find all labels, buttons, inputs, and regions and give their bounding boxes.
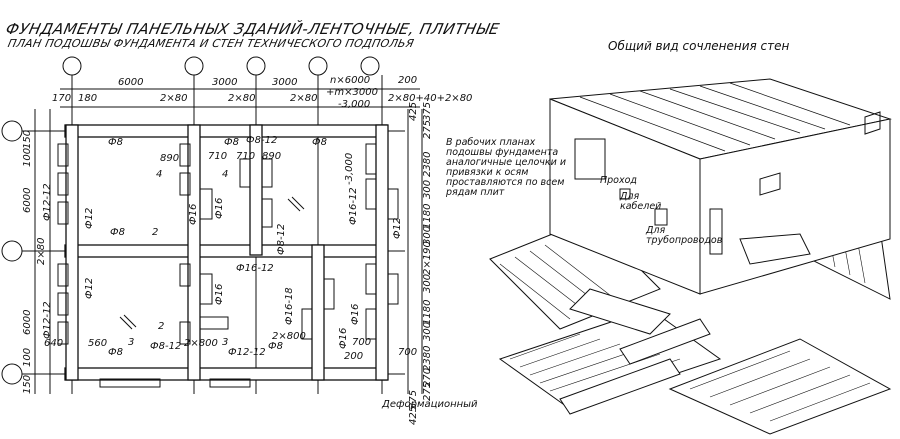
joint-note: Деформационный шов (381, 399, 480, 410)
rot-label: 300 (422, 180, 433, 199)
inner-label: 2×800 (272, 331, 306, 342)
rot-label: 2380 (422, 152, 433, 177)
label-passage: Проход (600, 175, 637, 186)
inner-label: 700 (352, 337, 371, 348)
rot-label: 6000 (22, 188, 33, 213)
inner-label: 2 (158, 321, 164, 332)
rot-label: Ф12 (392, 218, 403, 239)
dim-top: 3000 (212, 77, 237, 88)
dim-small: 2×80 (228, 93, 255, 104)
rot-label: 6000 (22, 310, 33, 335)
inner-label: 640 (44, 338, 63, 349)
inner-label: 2×800 (184, 338, 218, 349)
dim-top: 3000 (272, 77, 297, 88)
axis-marker (308, 56, 328, 76)
inner-label: Ф8-12 (150, 341, 181, 352)
inner-label: 890 (160, 153, 179, 164)
inner-label: 700 (398, 347, 417, 358)
axis-marker (1, 120, 23, 142)
dim-small: 170 (52, 93, 71, 104)
rot-label: 300 (422, 274, 433, 293)
dim-top: n×6000 (330, 75, 370, 86)
passage-opening (574, 138, 606, 180)
axis-marker (360, 56, 380, 76)
axis-marker (246, 56, 266, 76)
inner-label: 2 (152, 227, 158, 238)
rot-label: Ф16 (338, 328, 349, 349)
rot-label: 150 (22, 130, 33, 149)
rot-label: 100 (22, 148, 33, 167)
dim-small: 180 (78, 93, 97, 104)
rot-label: 275 (422, 382, 433, 401)
label-cables: Для кабелей (620, 191, 662, 212)
rot-label: 275 (422, 120, 433, 139)
right-title: Общий вид сочленения стен (608, 39, 790, 53)
rot-label: 375 (408, 390, 419, 409)
inner-label: Ф12-12 (228, 347, 266, 358)
rot-label: 100 (22, 348, 33, 367)
dim-small: 2×80+40+2×80 (388, 93, 472, 104)
rot-label: 300 (422, 226, 433, 245)
inner-label: 560 (88, 338, 107, 349)
rot-label: 2×190 (422, 241, 433, 275)
inner-label: 200 (344, 351, 363, 362)
inner-label: Ф8 (312, 137, 327, 148)
inner-label: 710 (236, 151, 255, 162)
axis-marker (62, 56, 82, 76)
isometric-view (489, 78, 892, 435)
note-main: В рабочих планах подошвы фундамента анал… (446, 137, 567, 198)
dim-top: +m×3000 (326, 87, 378, 98)
rot-label: 300 (422, 322, 433, 341)
rot-label: 1180 (422, 300, 433, 325)
rot-label: Ф16-18 (284, 287, 295, 325)
rot-label: 1180 (422, 204, 433, 229)
rot-label: Ф12 (84, 208, 95, 229)
rot-label: 270 (422, 368, 433, 387)
page-title: ФУНДАМЕНТЫ ПАНЕЛЬНЫХ ЗДАНИЙ-ЛЕНТОЧНЫЕ, П… (4, 20, 502, 38)
rot-label: 425 (408, 102, 419, 121)
dim-top: 200 (398, 75, 417, 86)
rot-label: Ф16 (350, 304, 361, 325)
rot-label: 2380 (422, 346, 433, 371)
rot-label: Ф12-12 (42, 183, 53, 221)
inner-label: Ф8 (268, 341, 283, 352)
inner-label: 3 (222, 337, 228, 348)
inner-label: Ф8 (110, 227, 125, 238)
rot-label: Ф16 (214, 284, 225, 305)
rot-label: Ф12-12 (42, 301, 53, 339)
axis-marker (184, 56, 204, 76)
inner-label: Ф8 (224, 137, 239, 148)
rot-label: 2×80 (36, 238, 47, 265)
dim-small: 2×80 (160, 93, 187, 104)
rot-label: Ф8-12 (276, 224, 287, 255)
label-pipes: Для трубопроводов (646, 225, 723, 246)
inner-label: 4 (222, 169, 228, 180)
rot-label: 425 (408, 406, 419, 425)
inner-label: 710 (208, 151, 227, 162)
dim-small: -3,000 (338, 99, 370, 110)
dim-top: 6000 (118, 77, 143, 88)
axis-marker (1, 363, 23, 385)
inner-label: 3 (128, 337, 134, 348)
axis-marker (1, 240, 23, 262)
rot-label: Ф16 (188, 204, 199, 225)
rot-label: Ф16-12 (348, 187, 359, 225)
inner-label: Ф16-12 (236, 263, 274, 274)
dim-small: 2×80 (290, 93, 317, 104)
inner-label: Ф8 (108, 347, 123, 358)
rot-label: 375 (422, 102, 433, 121)
rot-label: Ф12 (84, 278, 95, 299)
inner-label: 890 (262, 151, 281, 162)
page-subtitle: ПЛАН ПОДОШВЫ ФУНДАМЕНТА И СТЕН ТЕХНИЧЕСК… (6, 37, 416, 50)
rot-label: Ф16 (214, 198, 225, 219)
rot-label: 150 (22, 375, 33, 394)
inner-label: Ф8 (108, 137, 123, 148)
inner-label: 4 (156, 169, 162, 180)
inner-label: Ф8-12 (246, 135, 277, 146)
foundation-plan: 6000 3000 3000 n×6000 +m×3000 200 170 18… (1, 56, 480, 425)
rot-label: -3,000 (344, 153, 355, 185)
